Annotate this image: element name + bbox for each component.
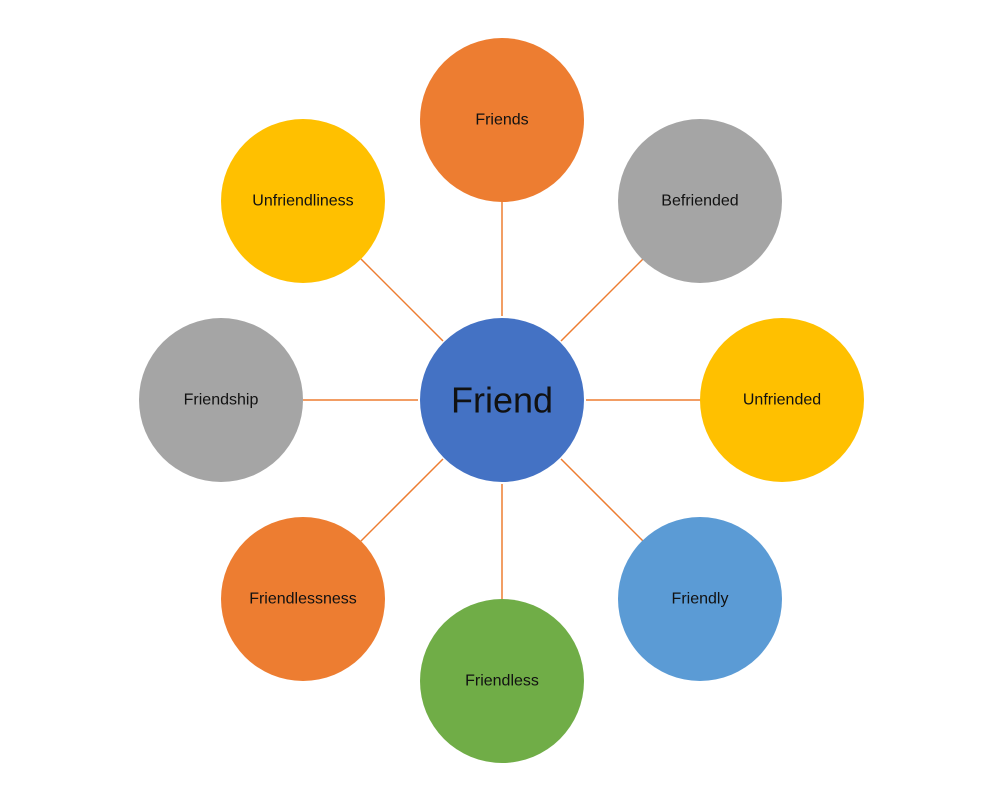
node-label-befriended: Befriended (661, 193, 738, 210)
node-circle-befriended (618, 119, 782, 283)
node-label-friendly: Friendly (672, 591, 729, 608)
node-label-unfriended: Unfriended (743, 392, 821, 409)
node-circle-friendship (139, 318, 303, 482)
node-friendly: Friendly (618, 517, 782, 681)
connector-lines (303, 200, 701, 600)
node-label-friends: Friends (475, 112, 528, 129)
node-befriended: Befriended (618, 119, 782, 283)
node-unfriended: Unfriended (700, 318, 864, 482)
node-circle-unfriendliness (221, 119, 385, 283)
node-label-friendship: Friendship (184, 392, 259, 409)
center-circle (420, 318, 584, 482)
node-label-friendlessness: Friendlessness (249, 591, 357, 608)
node-friendless: Friendless (420, 599, 584, 763)
node-unfriendliness: Unfriendliness (221, 119, 385, 283)
node-circle-unfriended (700, 318, 864, 482)
node-circle-friendless (420, 599, 584, 763)
node-circle-friends (420, 38, 584, 202)
node-friends: Friends (420, 38, 584, 202)
connector-befriended (560, 258, 644, 342)
connector-friendlessness (360, 458, 444, 542)
node-circle-friendlessness (221, 517, 385, 681)
node-circle-friendly (618, 517, 782, 681)
node-label-friendless: Friendless (465, 673, 539, 690)
node-friendship: Friendship (139, 318, 303, 482)
center-node: Friend (420, 318, 584, 482)
center-label: Friend (451, 380, 553, 421)
node-label-unfriendliness: Unfriendliness (252, 193, 353, 210)
connector-friendly (560, 458, 644, 542)
node-friendlessness: Friendlessness (221, 517, 385, 681)
connector-unfriendliness (360, 258, 444, 342)
